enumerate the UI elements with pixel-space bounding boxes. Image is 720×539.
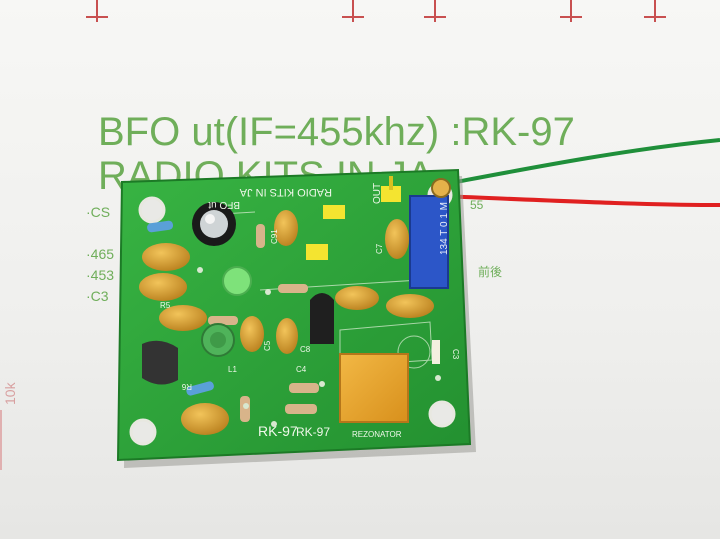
- silk-label: C91: [270, 229, 279, 244]
- ceramic-resonator: [339, 353, 409, 423]
- mounting-hole: [428, 400, 456, 428]
- silk-label: R5: [160, 301, 171, 310]
- grid-line: [434, 0, 436, 22]
- transistor: [310, 293, 334, 344]
- paper-side-line: ·C3: [86, 288, 109, 304]
- grid-line: [96, 0, 98, 22]
- silk-label: C3: [451, 349, 460, 360]
- silk-label: C4: [296, 365, 307, 374]
- green-led: [222, 266, 252, 296]
- grid-line: [654, 0, 656, 22]
- paper-jp-fragment: 前後: [478, 265, 503, 279]
- yellow-connector: [306, 176, 401, 260]
- paper-side-line: ·453: [86, 267, 115, 283]
- grid-line: [86, 16, 108, 18]
- silk-resonator-label: REZONATOR: [352, 430, 402, 439]
- silk-label: C5: [263, 340, 272, 351]
- silk-bfo-text: BFO ut: [208, 199, 240, 210]
- mounting-hole: [129, 418, 157, 446]
- ceramic-capacitor: [139, 210, 434, 435]
- paper-title-line1: BFO ut(IF=455khz) :RK-97: [98, 110, 575, 154]
- grid-line: [424, 16, 446, 18]
- paper-fragment-55: 55: [470, 198, 484, 212]
- silk-label: R6: [181, 382, 192, 391]
- grid-line: [570, 0, 572, 22]
- paper-side-line: ·CS: [86, 204, 111, 220]
- paper-side-line: ·465: [86, 246, 115, 262]
- silk-label: C7: [375, 243, 384, 254]
- silk-label: C8: [300, 345, 311, 354]
- grid-line: [644, 16, 666, 18]
- solder-pad: [197, 267, 441, 427]
- green-wire: [439, 138, 720, 187]
- ceramic-capacitor: [432, 340, 440, 364]
- grid-line: [0, 410, 2, 470]
- grid-line: [342, 16, 364, 18]
- silk-model-text: RK-97: [258, 423, 298, 439]
- grid-line: [352, 0, 354, 22]
- trimmer-potentiometer: [409, 178, 451, 289]
- transistor: [142, 340, 178, 385]
- mounting-hole: [138, 196, 166, 224]
- silk-out-label: OUT: [372, 183, 383, 204]
- grid-line: [560, 16, 582, 18]
- electrolytic-capacitor: [192, 202, 236, 246]
- inductor: [201, 323, 235, 357]
- trimmer-marking: 134 T 0 1 M: [439, 202, 450, 255]
- silk-label: L1: [228, 365, 237, 374]
- silk-top-text: RADIO KITS IN JA: [239, 186, 332, 198]
- red-wire: [439, 194, 720, 207]
- silk-model-text: RK-97: [296, 425, 330, 439]
- resistor: [147, 220, 319, 422]
